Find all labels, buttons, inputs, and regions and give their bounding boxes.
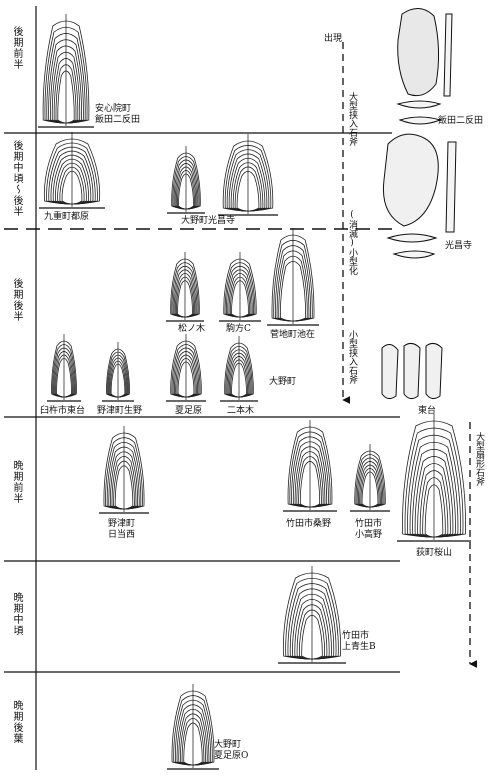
period-label-5: 晩期中頃 bbox=[11, 592, 22, 636]
axe-group-kokonoe bbox=[39, 132, 105, 208]
site-label-iida1: 飯田二反田 bbox=[95, 115, 140, 126]
axe-group-nihongi bbox=[220, 336, 258, 401]
period-label-1: 後期前半 bbox=[11, 26, 22, 70]
axe-group-nozu-hinata bbox=[99, 426, 149, 513]
annotation-large-fan: 大型扇形石斧 bbox=[474, 432, 484, 486]
site-label-kokonoe: 九重町都原 bbox=[44, 212, 89, 223]
tool-higashidai-2 bbox=[404, 343, 420, 398]
axe-group-takeda-kozuno bbox=[350, 444, 390, 511]
period-label-6: 晩期後葉 bbox=[11, 700, 22, 744]
axe-group-ono-natsuhara bbox=[167, 684, 219, 769]
site-label-onokoshoji: 大野町光昌寺 bbox=[181, 216, 235, 227]
axe-group-koshoji-b bbox=[218, 134, 278, 215]
site-label-ono-natsuhara-1: 大野町 bbox=[214, 740, 241, 751]
axe-group-koshoji-a bbox=[167, 146, 205, 213]
site-label-takeda-kuwano: 竹田市桑野 bbox=[286, 519, 331, 530]
site-label-takeda-kozuno-2: 小高野 bbox=[355, 530, 382, 541]
site-label-ono-natsuhara-2: 夏足原O bbox=[214, 751, 248, 762]
axe-group-takeda-kuwano bbox=[283, 420, 337, 511]
axe-group-komakata bbox=[219, 252, 261, 321]
period-label-2: 後期中頃〜後半 bbox=[11, 140, 22, 217]
site-label-higashidai: 東台 bbox=[418, 406, 436, 417]
site-label-ogi-sakurayama: 荻町桜山 bbox=[416, 548, 452, 559]
site-label-nihongi: 二本木 bbox=[227, 406, 254, 417]
axe-group-usuki bbox=[47, 334, 81, 401]
tool-iida-section bbox=[398, 101, 440, 108]
site-label-iida2: 飯田二反田 bbox=[438, 116, 483, 127]
tool-iida-large bbox=[398, 8, 439, 95]
annotation-shrink: (消滅)小型化 bbox=[347, 210, 357, 275]
site-label-matsunoki: 松ノ木 bbox=[178, 324, 205, 335]
tool-koshoji-section bbox=[388, 234, 436, 242]
tool-iida-section-2 bbox=[400, 117, 440, 124]
tool-koshoji-side bbox=[446, 142, 456, 232]
tool-koshoji-section-2 bbox=[394, 251, 434, 258]
axe-group-takeda-kamiaoyagi bbox=[278, 566, 346, 663]
site-label-nozu: 野津町生野 bbox=[97, 406, 142, 417]
site-label-takeda-kamiaoyagi-2: 上青生B bbox=[342, 642, 376, 653]
period-label-4: 晩期前半 bbox=[11, 460, 22, 504]
site-label-onomachi: 大野町 bbox=[269, 377, 296, 388]
tool-higashidai-3 bbox=[426, 343, 442, 398]
axe-group-anshinin bbox=[38, 14, 94, 127]
annotation-small-insert: 小型挟入石斧 bbox=[347, 330, 357, 384]
site-label-seichi: 菅地町池在 bbox=[270, 330, 315, 341]
site-label-nozuhinata-1: 野津町 bbox=[108, 519, 135, 530]
site-label-takeda-kamiaoyagi-1: 竹田市 bbox=[342, 631, 369, 642]
axe-group-ogi-sakurayama bbox=[397, 414, 471, 541]
site-label-takeda-kozuno-1: 竹田市 bbox=[355, 519, 382, 530]
site-label-anshinin: 安心院町 bbox=[95, 104, 131, 115]
site-label-nozuhinata-2: 日当西 bbox=[108, 530, 135, 541]
tool-higashidai-1 bbox=[382, 344, 398, 398]
axe-group-matsunoki bbox=[166, 252, 204, 321]
site-label-koshoji: 光昌寺 bbox=[445, 241, 472, 252]
axe-group-seichi bbox=[267, 228, 319, 325]
annotation-appearance: 出現 bbox=[324, 34, 342, 45]
site-label-komakata: 駒方C bbox=[226, 324, 251, 335]
site-label-natsuhara: 夏足原 bbox=[175, 406, 202, 417]
site-label-usuki: 臼杵市東台 bbox=[40, 406, 85, 417]
annotation-large-insert: 大型挟入石斧 bbox=[347, 92, 357, 146]
period-label-3: 後期後半 bbox=[11, 278, 22, 322]
tool-iida-side bbox=[444, 14, 452, 96]
axe-group-nozu bbox=[102, 342, 134, 401]
tool-koshoji-large bbox=[383, 134, 438, 226]
axe-group-natsuhara bbox=[166, 334, 206, 401]
